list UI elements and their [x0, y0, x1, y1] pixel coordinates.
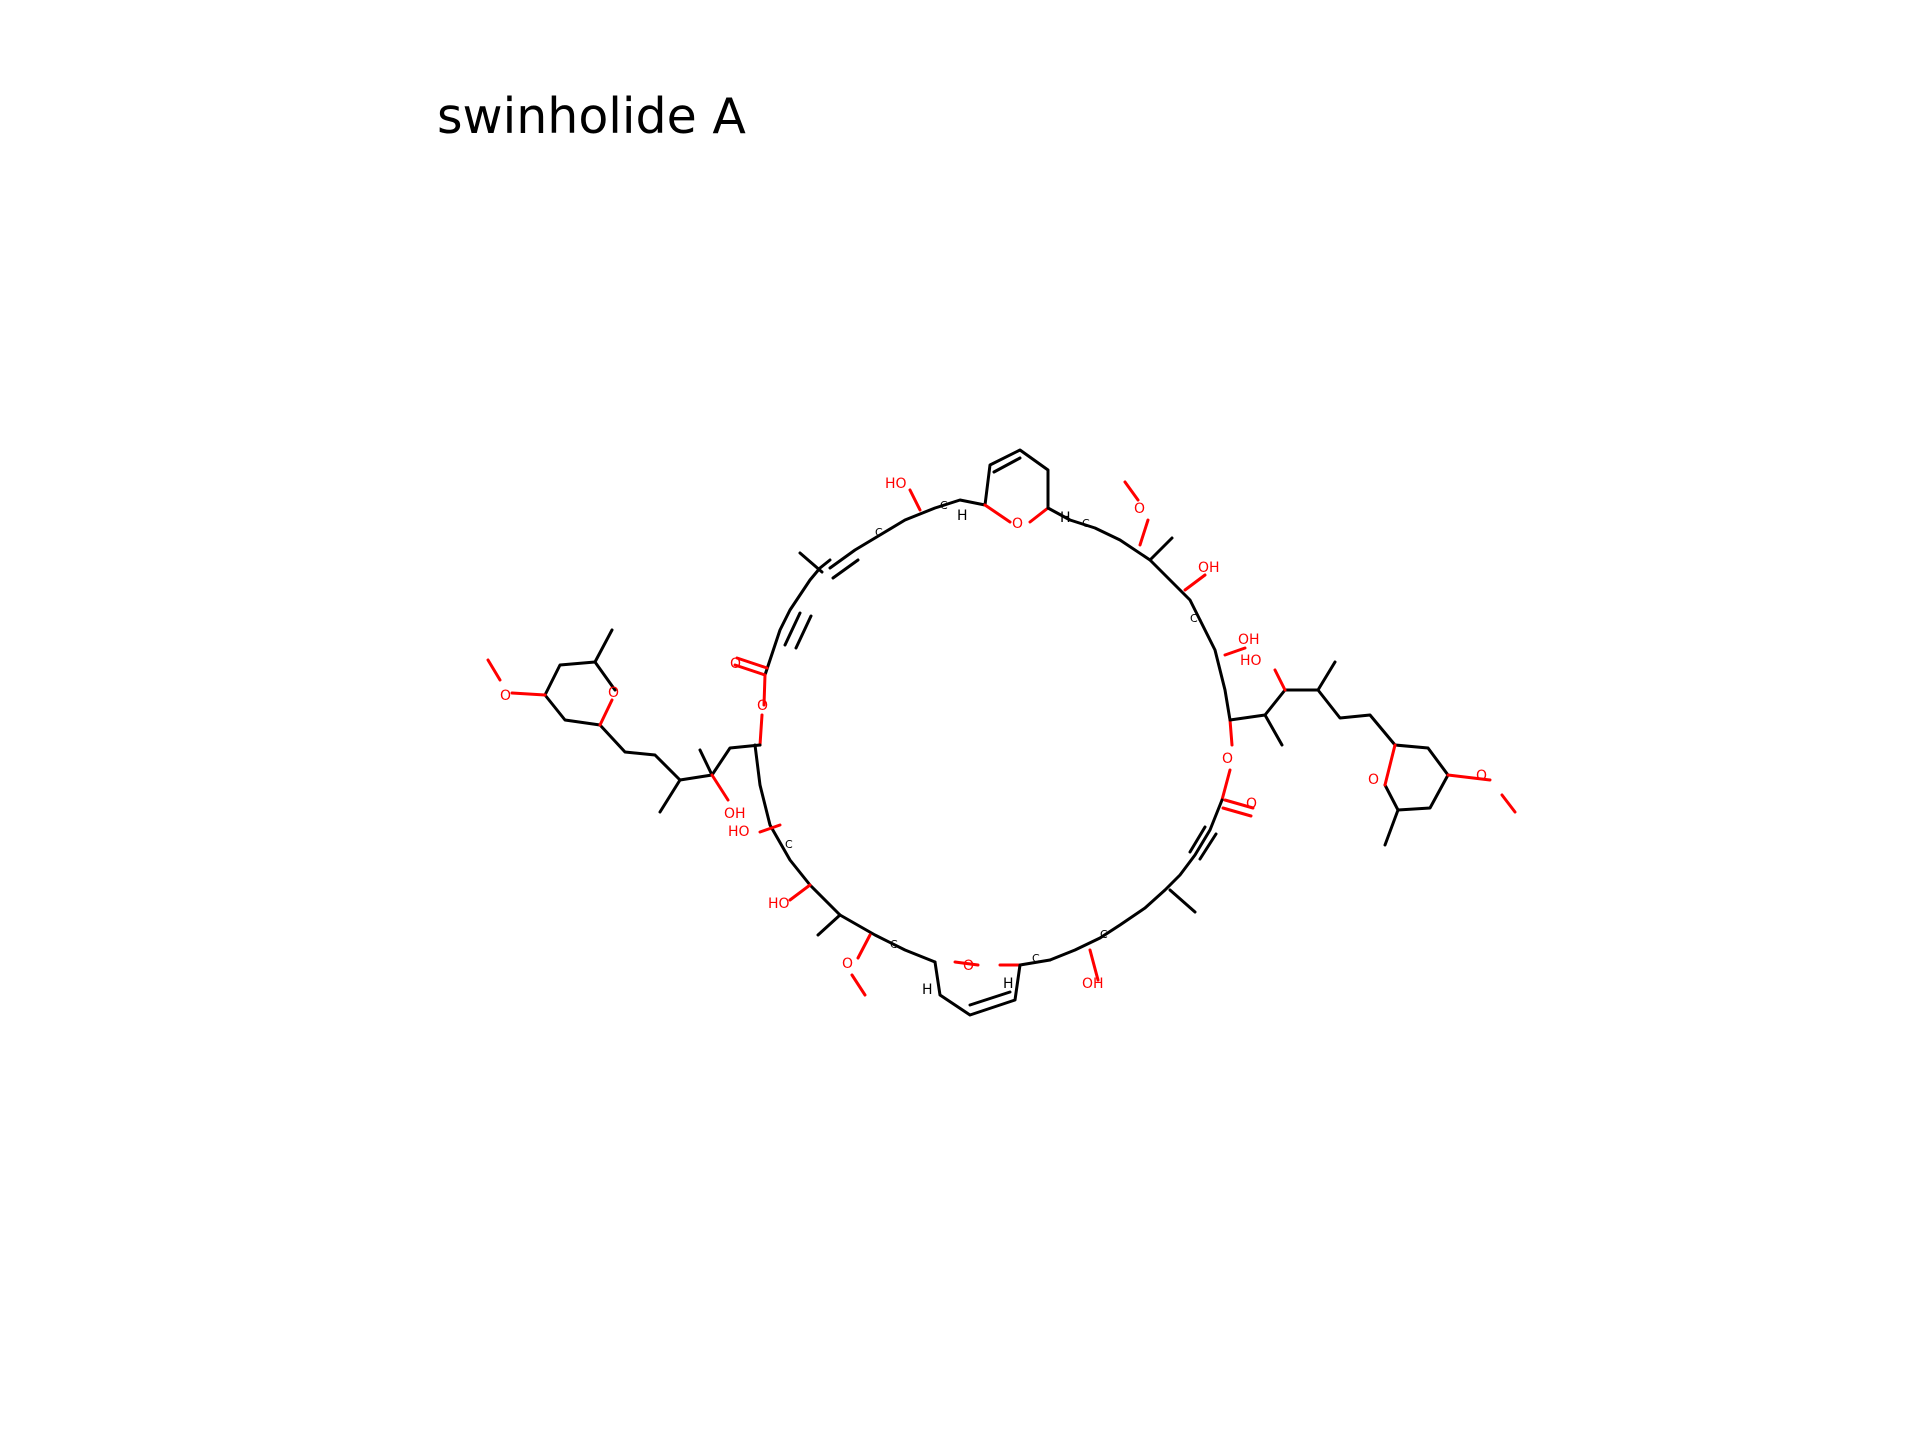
ester-carbonyl-right — [1221, 798, 1255, 818]
methyl-bond — [798, 551, 824, 574]
carbon-label: C — [875, 526, 883, 539]
upper-pyran-ring — [983, 448, 1050, 510]
hydrogen-label: H — [922, 982, 933, 998]
carbon-label: C — [1082, 517, 1090, 530]
methoxy-bond — [1446, 773, 1517, 814]
hydroxyl-label: HO — [885, 476, 907, 492]
ester-o-bond-right — [1220, 718, 1234, 802]
methyl-bond — [1263, 713, 1284, 747]
hydroxyl-bond — [908, 488, 922, 512]
right-pyran-oxygen: O — [1368, 772, 1379, 788]
methoxy-bond — [850, 933, 872, 997]
carbonyl-oxygen-left: O — [730, 656, 741, 672]
double-bond-lower-right — [1188, 825, 1218, 861]
backbone-bond — [828, 498, 987, 570]
ester-oxygen-left: O — [757, 698, 768, 714]
ester-o-bond-left — [758, 673, 767, 747]
hydroxyl-label: OH — [724, 806, 746, 822]
methyl-bond — [1316, 660, 1337, 692]
hydroxyl-bond — [1273, 668, 1287, 692]
methoxy-oxygen-left: O — [500, 688, 511, 704]
lower-pyran-double — [968, 990, 1012, 1007]
hydroxyl-label: HO — [1240, 653, 1262, 669]
right-pyran-o-bond — [1383, 743, 1397, 787]
left-pyran-o-bond — [598, 698, 614, 727]
methyl-bond — [658, 778, 682, 814]
methyl-bond — [1148, 536, 1174, 562]
hydroxyl-label: HO — [728, 824, 750, 840]
side-chain-bond — [1228, 688, 1397, 747]
upper-pyran-double — [992, 456, 1022, 474]
upper-pyran-o-bond — [983, 503, 1050, 524]
side-chain-left — [486, 628, 762, 814]
methoxy-bond — [1123, 480, 1150, 547]
molecule-title: swinholide A — [437, 88, 746, 145]
hydroxyl-label: OH — [1238, 632, 1260, 648]
hydroxyl-bond — [1183, 573, 1207, 592]
hydrogen-label: H — [1003, 976, 1014, 992]
macrocycle-bonds — [733, 448, 1255, 1017]
carbon-label: C — [1032, 952, 1040, 965]
upper-pyran-oxygen: O — [1012, 516, 1023, 532]
substituent-bonds — [710, 480, 1287, 997]
side-chain-bond — [598, 723, 762, 782]
carbon-label: C — [1100, 928, 1108, 941]
carbonyl-oxygen-right: O — [1246, 796, 1257, 812]
lower-pyran-o-bond — [953, 960, 1022, 967]
ester-oxygen-right: O — [1222, 751, 1233, 767]
hydroxyl-label: OH — [1082, 976, 1104, 992]
side-chain-right — [1228, 660, 1517, 847]
methyl-bond — [1383, 808, 1400, 847]
methyl-bond — [816, 913, 842, 937]
double-bond-upper — [831, 558, 860, 580]
methoxy-oxygen: O — [1134, 501, 1145, 517]
carbon-label: C — [940, 499, 948, 512]
hydroxyl-label: HO — [768, 896, 790, 912]
carbon-label: C — [785, 838, 793, 851]
hydroxyl-bond — [1088, 948, 1100, 982]
lower-pyran-oxygen: O — [963, 958, 974, 974]
ester-carbonyl-left — [733, 656, 769, 677]
left-pyran-ring — [543, 660, 617, 727]
left-pyran-oxygen: O — [608, 685, 619, 701]
methyl-bond — [593, 628, 614, 664]
carbon-label: C — [1190, 612, 1198, 625]
hydroxyl-bond — [1223, 646, 1247, 657]
hydrogen-label: H — [1060, 510, 1071, 526]
methoxy-oxygen: O — [842, 956, 853, 972]
backbone-bond — [1046, 506, 1202, 622]
hydrogen-label: H — [957, 508, 968, 524]
hydroxyl-bond — [788, 883, 812, 902]
right-pyran-ring — [1383, 743, 1450, 812]
hydroxyl-bond — [758, 823, 782, 834]
methoxy-bond — [486, 658, 547, 697]
hydroxyl-label: OH — [1198, 560, 1220, 576]
atom-labels: O O O O OH HO HO O HO O O OH OH HO O O O… — [500, 476, 1487, 998]
backbone-bond — [753, 743, 937, 964]
lower-pyran-ring — [933, 960, 1022, 1017]
methyl-bond — [698, 748, 714, 777]
methyl-bond — [1168, 888, 1197, 914]
hydroxyl-bond — [710, 773, 730, 802]
backbone-bond — [1018, 958, 1052, 967]
backbone-bond — [1048, 798, 1224, 962]
backbone-bond — [1198, 618, 1232, 722]
methoxy-oxygen-right: O — [1476, 768, 1487, 784]
double-bond-upper-left — [783, 611, 813, 650]
carbon-label: C — [890, 938, 898, 951]
